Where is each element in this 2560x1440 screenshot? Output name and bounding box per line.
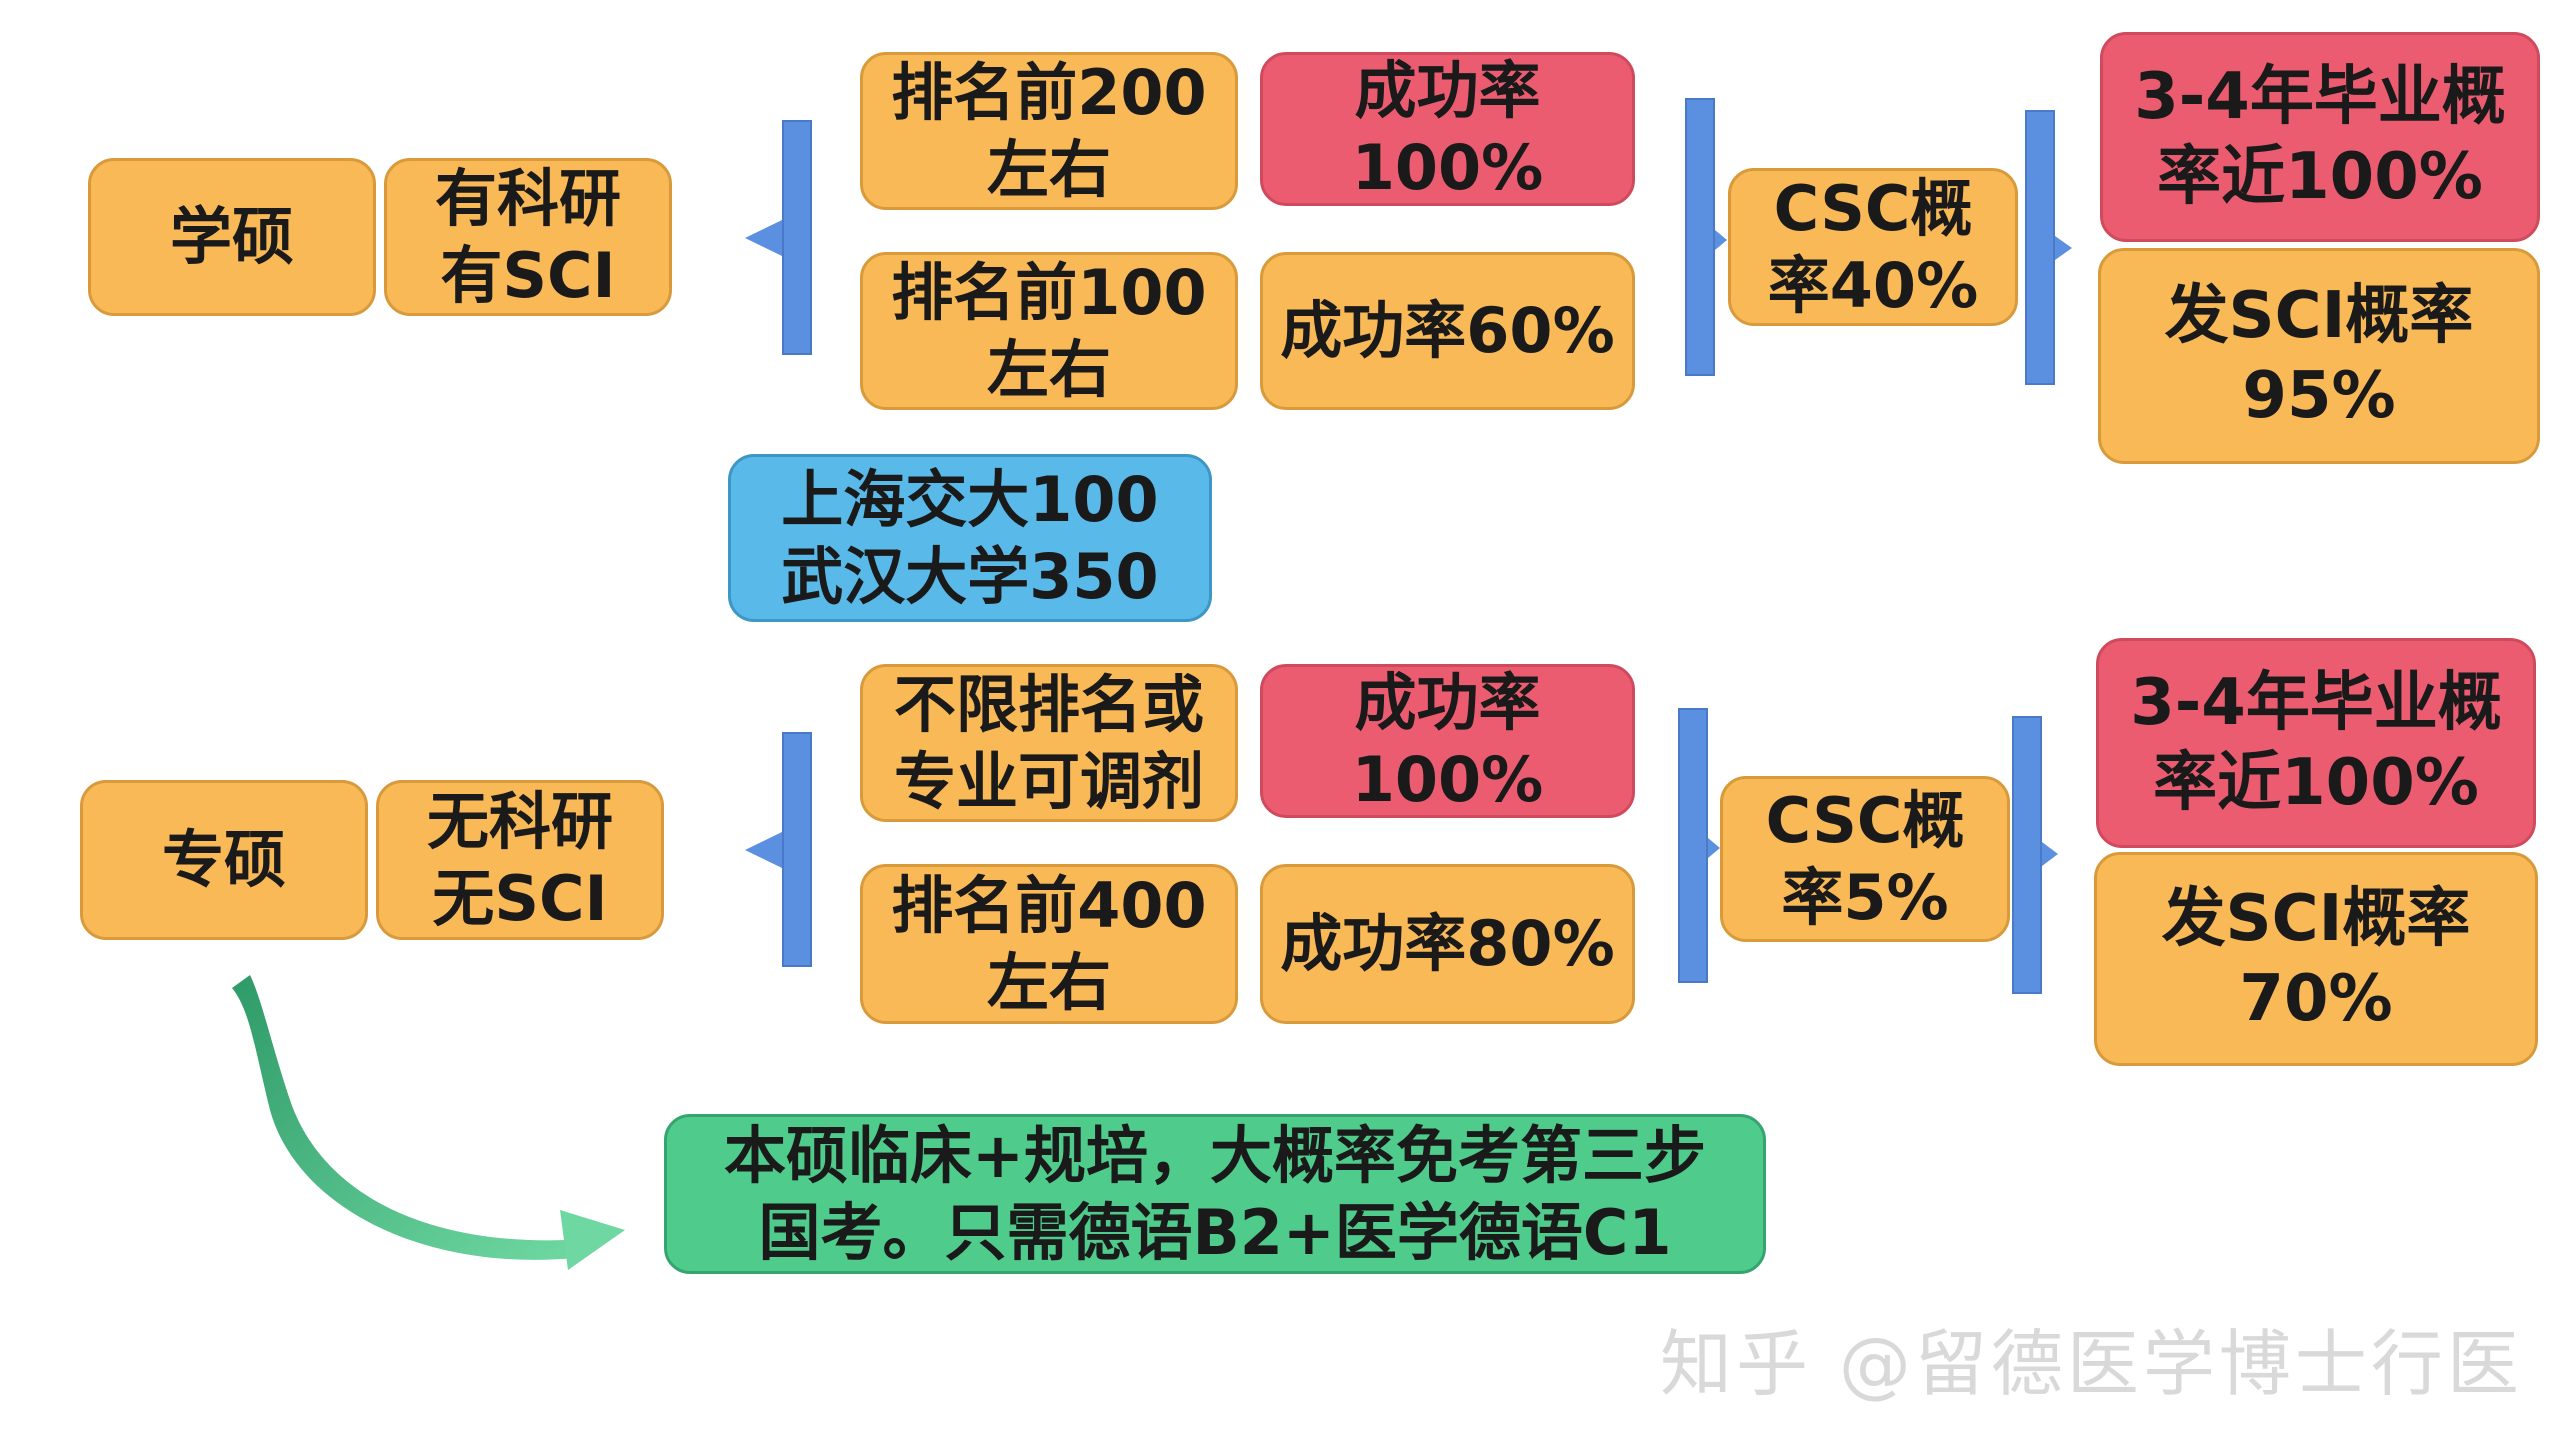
top-left-bracket xyxy=(782,120,812,355)
bottom-middle-bracket xyxy=(1678,708,1708,983)
bottom-sci-box: 发SCI概率 70% xyxy=(2094,852,2538,1066)
top-right-bracket-tip xyxy=(2055,236,2072,260)
condition-box-research: 有科研 有SCI xyxy=(384,158,672,316)
bottom-option2-rate: 成功率80% xyxy=(1260,864,1635,1024)
curved-arrow-head xyxy=(560,1210,625,1270)
top-right-bracket xyxy=(2025,110,2055,385)
bottom-left-bracket xyxy=(782,732,812,967)
bottom-option1-rate: 成功率 100% xyxy=(1260,664,1635,818)
bottom-right-bracket xyxy=(2012,716,2042,994)
bottom-csc-box: CSC概 率5% xyxy=(1720,776,2010,942)
bottom-option1-rank: 不限排名或 专业可调剂 xyxy=(860,664,1238,822)
curved-arrow-body xyxy=(232,975,575,1260)
top-option2-rate: 成功率60% xyxy=(1260,252,1635,410)
top-middle-bracket xyxy=(1685,98,1715,376)
bottom-graduation-box: 3-4年毕业概 率近100% xyxy=(2096,638,2536,848)
top-option1-rate: 成功率 100% xyxy=(1260,52,1635,206)
watermark-text: 知乎 @留德医学博士行医 xyxy=(1660,1322,2523,1406)
bottom-middle-bracket-tip xyxy=(1708,838,1720,858)
top-left-bracket-tip xyxy=(745,220,782,256)
top-option1-rank: 排名前200 左右 xyxy=(860,52,1238,210)
top-middle-bracket-tip xyxy=(1715,230,1727,250)
top-csc-box: CSC概 率40% xyxy=(1728,168,2018,326)
bottom-right-bracket-tip xyxy=(2042,842,2058,866)
bottom-left-bracket-tip xyxy=(745,832,782,868)
condition-box-no-research: 无科研 无SCI xyxy=(376,780,664,940)
top-graduation-box: 3-4年毕业概 率近100% xyxy=(2100,32,2540,242)
bottom-option2-rank: 排名前400 左右 xyxy=(860,864,1238,1024)
clinical-exemption-note: 本硕临床+规培，大概率免考第三步 国考。只需德语B2+医学德语C1 xyxy=(664,1114,1766,1274)
university-quota-note: 上海交大100 武汉大学350 xyxy=(728,454,1212,622)
top-sci-box: 发SCI概率 95% xyxy=(2098,248,2540,464)
degree-box-professional: 专硕 xyxy=(80,780,368,940)
top-option2-rank: 排名前100 左右 xyxy=(860,252,1238,410)
degree-box-academic: 学硕 xyxy=(88,158,376,316)
